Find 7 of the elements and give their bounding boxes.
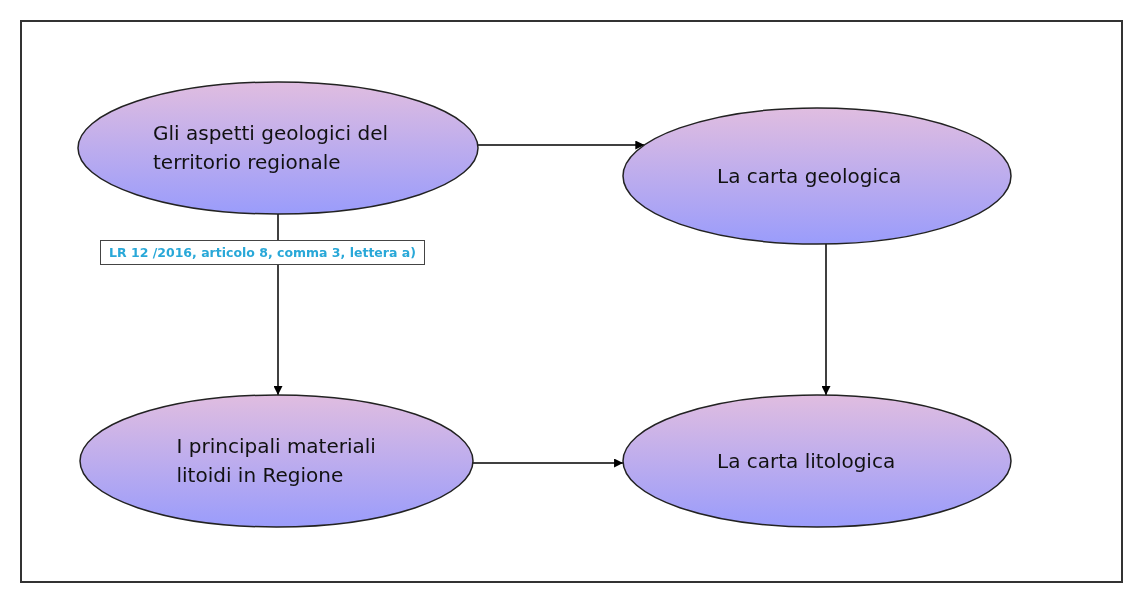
node-text: La carta litologica bbox=[717, 447, 897, 475]
edge-label: LR 12 /2016, articolo 8, comma 3, lettera a) bbox=[100, 240, 425, 265]
node-text: Gli aspetti geologici del territorio regionale bbox=[153, 120, 389, 176]
node-text: La carta geologica bbox=[717, 162, 903, 190]
node-text: I principali materiali litoidi in Regione bbox=[176, 433, 377, 489]
arrow bbox=[821, 243, 831, 396]
arrow bbox=[477, 140, 646, 150]
